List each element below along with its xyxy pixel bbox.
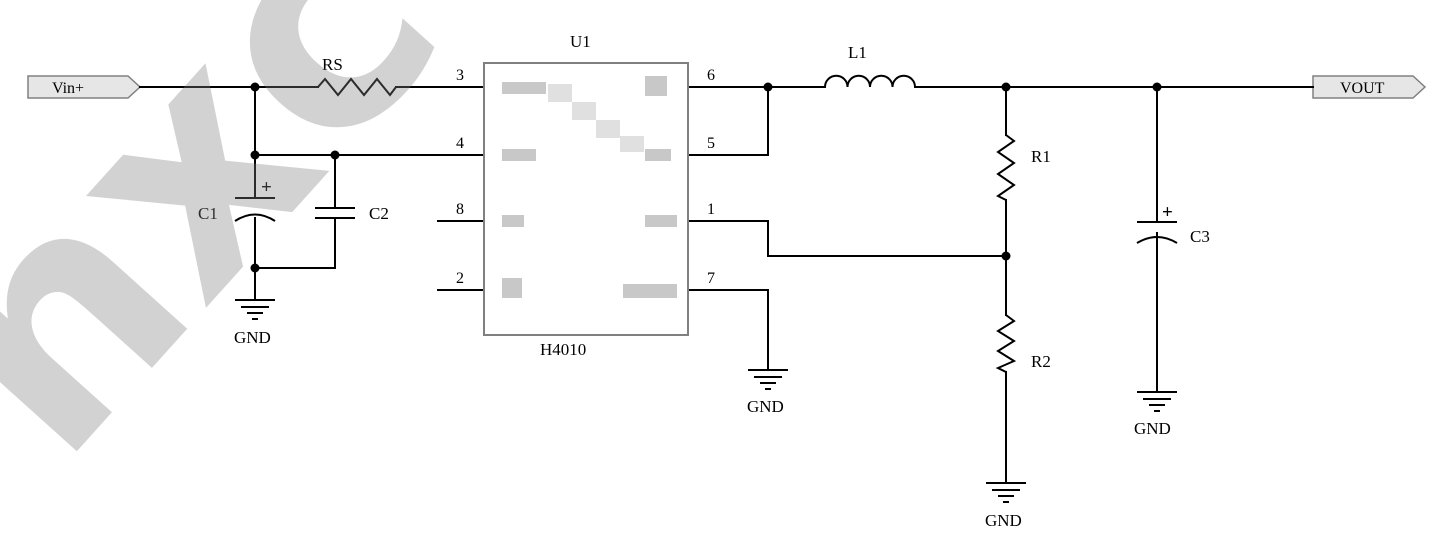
resistor-r1: R1 [996,134,1051,201]
r2-label: R2 [1031,352,1051,371]
c1-polarity-mark: + [261,177,272,198]
ground-symbol-c1: GND [234,299,275,347]
ground-label: GND [1134,419,1171,438]
pin-number: 1 [707,201,715,218]
pin-number: 8 [456,201,464,218]
chip-u1: U1 H4010 3 4 8 2 6 5 1 7 [456,32,715,359]
c2-label: C2 [369,204,389,223]
capacitor-c1: + C1 [198,177,276,223]
vin-port: Vin+ [27,75,142,99]
chip-part-number: H4010 [540,340,586,359]
ground-label: GND [747,397,784,416]
vout-port: VOUT [1312,75,1427,99]
chip-pin-name-blur [502,76,677,298]
rs-label: RS [322,55,343,74]
chip-designator: U1 [570,32,591,51]
c3-label: C3 [1190,227,1210,246]
resistor-rs: RS [317,55,397,97]
ground-symbol-c3: GND [1134,391,1177,438]
ground-symbol-pin7: GND [747,369,788,416]
capacitor-c3: + C3 [1136,202,1210,246]
inductor-l1: L1 [824,43,916,88]
pin-number: 7 [707,270,715,287]
wires [139,86,1314,484]
pin-number: 4 [456,135,464,152]
c3-polarity-mark: + [1162,202,1173,223]
c1-label: C1 [198,204,218,223]
junction-dots [250,82,1162,273]
vin-port-label: Vin+ [52,80,84,97]
l1-label: L1 [848,43,867,62]
pin-number: 6 [707,67,715,84]
pin-number: 5 [707,135,715,152]
pin-number: 2 [456,270,464,287]
vout-port-label: VOUT [1340,80,1385,97]
ground-label: GND [234,328,271,347]
pin-number: 3 [456,67,464,84]
r1-label: R1 [1031,147,1051,166]
ground-symbol-r2: GND [985,482,1026,530]
ground-label: GND [985,511,1022,530]
capacitor-c2: C2 [315,204,389,223]
resistor-r2: R2 [995,314,1051,373]
